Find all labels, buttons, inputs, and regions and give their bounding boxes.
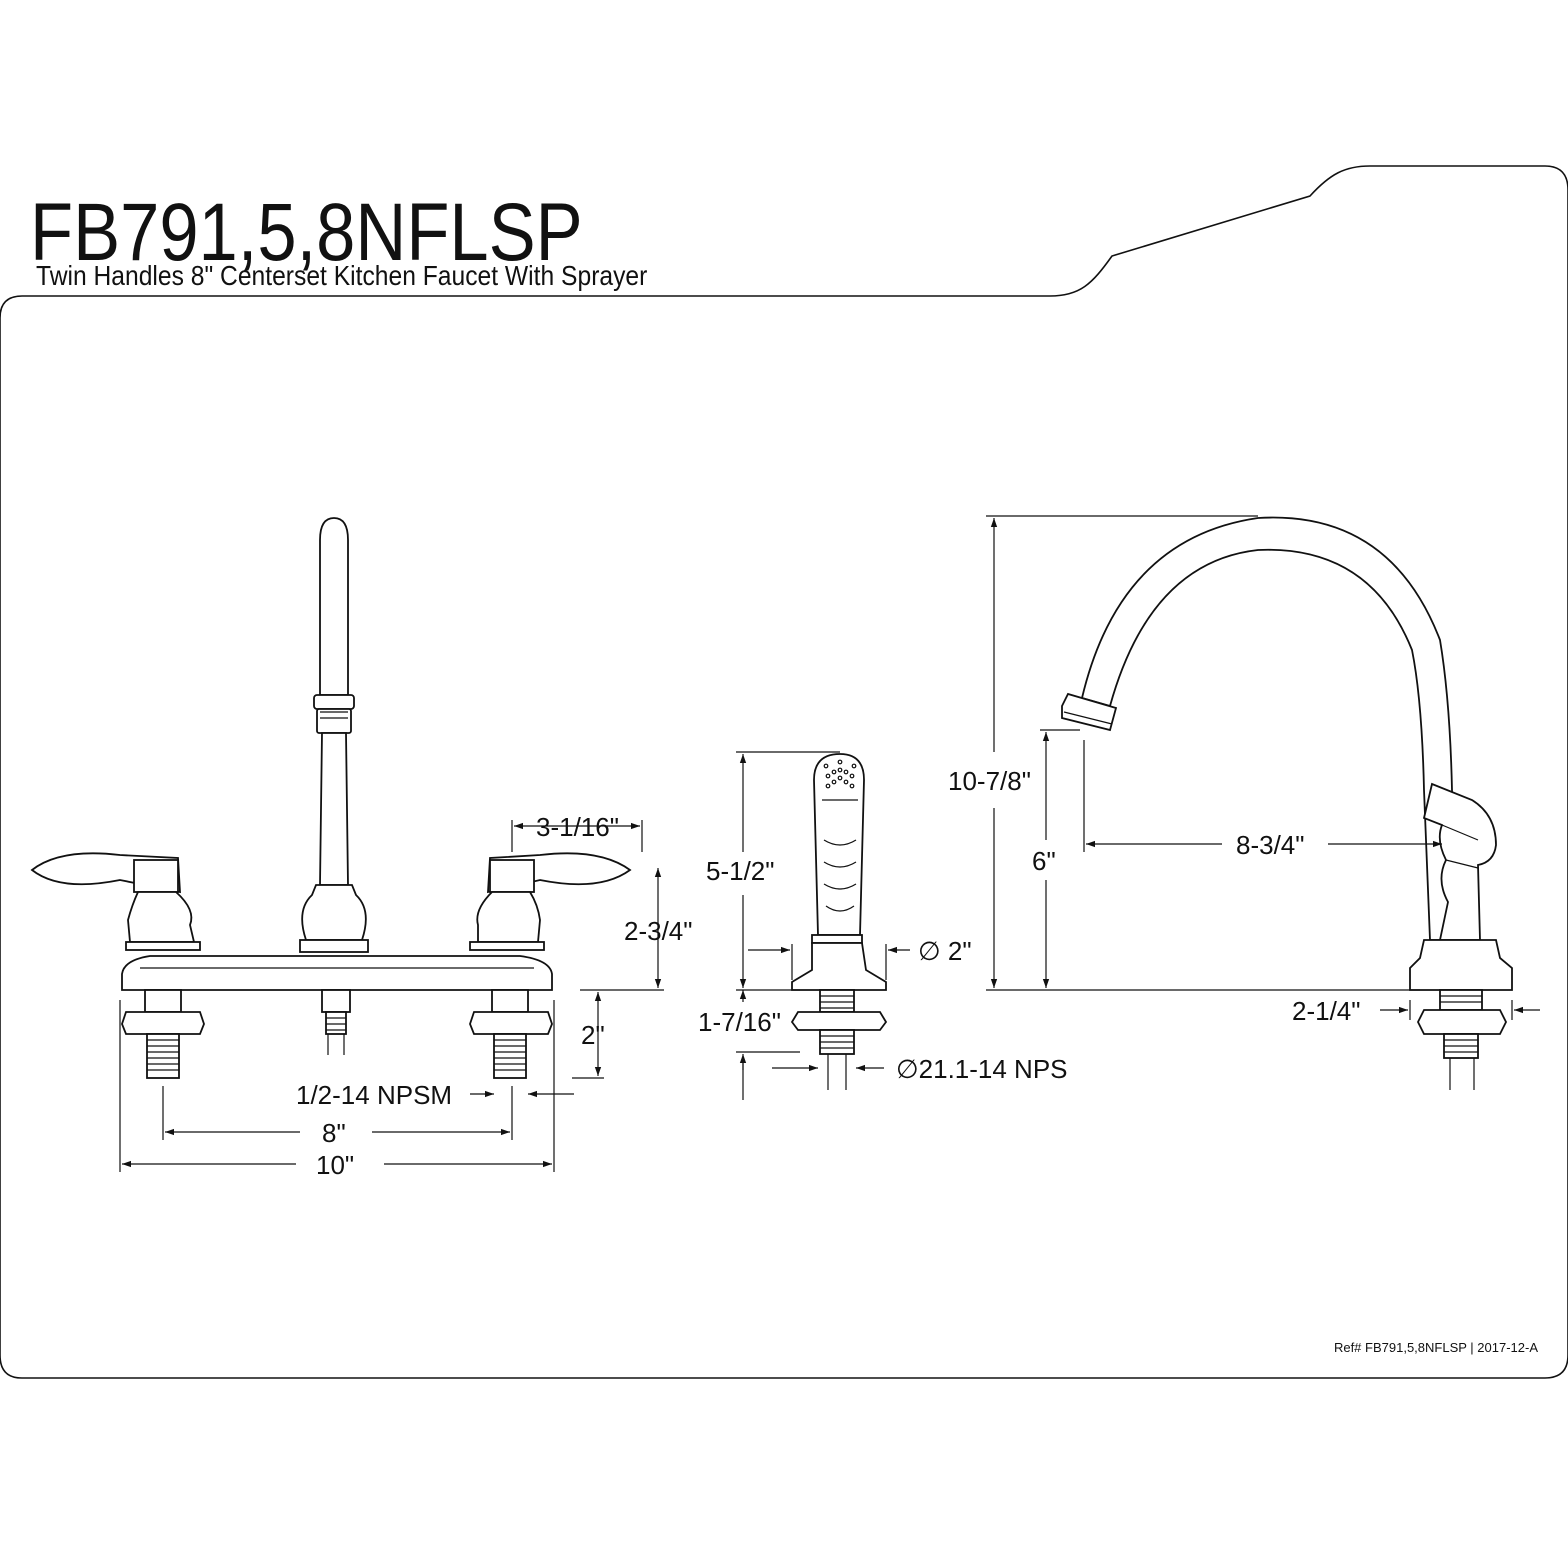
left-mounting-nut [121, 1011, 205, 1035]
product-description: Twin Handles 8" Centerset Kitchen Faucet… [36, 260, 648, 291]
sprayer-view [790, 753, 888, 1090]
reference-footer: Ref# FB791,5,8NFLSP | 2017-12-A [1334, 1340, 1538, 1355]
spout-riser-front [319, 732, 349, 886]
left-handle-body [127, 891, 196, 943]
dim-shank-length: 2" [581, 1020, 605, 1050]
spout-aerator-ring [313, 694, 355, 710]
side-base [1409, 939, 1513, 991]
dim-sprayer-base-diameter: ∅ 2" [918, 936, 972, 966]
dim-overall-width: 10" [316, 1150, 354, 1180]
sprayer-base [791, 942, 887, 991]
front-view-dimensions: 3-1/16" 2-3/4" 2" 1/2-14 NPSM 8" 10" [119, 812, 693, 1180]
dim-supply-thread: 1/2-14 NPSM [296, 1080, 452, 1110]
dim-spout-height: 10-7/8" [948, 766, 1031, 796]
dim-sprayer-shank: 1-7/16" [698, 1007, 781, 1037]
right-mounting-nut [469, 1011, 553, 1035]
spout-tube-front [319, 517, 349, 696]
dim-handle-spacing: 3-1/16" [536, 812, 619, 842]
right-handle-body [476, 891, 541, 943]
sprayer-nut [790, 1011, 888, 1031]
dim-spout-base-diameter: 2-1/4" [1292, 996, 1361, 1026]
dim-spout-reach: 8-3/4" [1236, 830, 1305, 860]
spout-base-front [301, 884, 367, 941]
sprayer-dimensions: 5-1/2" ∅ 2" 1-7/16" ∅21.1-14 NPS [698, 751, 1068, 1100]
faucet-front-view [30, 517, 632, 1079]
left-shank [146, 1033, 180, 1079]
model-title: FB791,5,8NFLSP [30, 187, 583, 278]
dim-sprayer-thread: ∅21.1-14 NPS [896, 1054, 1068, 1084]
side-view-dimensions: 10-7/8" 6" 8-3/4" 2-1/4" [948, 515, 1540, 1026]
dim-center-spacing: 8" [322, 1118, 346, 1148]
dim-sprayer-height: 5-1/2" [706, 856, 775, 886]
dim-handle-height: 2-3/4" [624, 916, 693, 946]
deck-plate [121, 955, 553, 991]
side-mounting-nut [1416, 1009, 1508, 1035]
right-shank [493, 1033, 527, 1079]
faucet-side-view [1061, 516, 1513, 1090]
spout-outlet [1061, 692, 1118, 732]
dim-spout-outlet-height: 6" [1032, 846, 1056, 876]
sprayer-shank [819, 989, 855, 1013]
spout-arch [1080, 516, 1457, 941]
drawing-frame [0, 165, 1568, 1379]
